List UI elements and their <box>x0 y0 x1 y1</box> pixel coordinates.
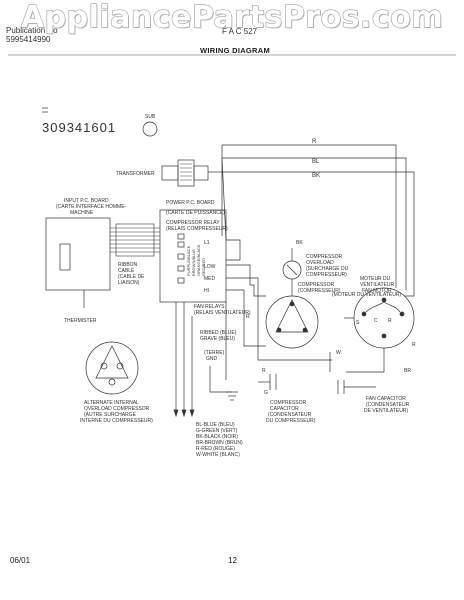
ribbon-label-4: LIAISON) <box>118 280 140 286</box>
overload-label-2: OVERLOAD COMPRESSOR <box>84 406 150 412</box>
legend-green: G-GREEN (VERT) <box>196 428 238 434</box>
footer-page-number: 12 <box>228 556 237 565</box>
terminal-low: LOW <box>204 264 216 270</box>
motor-label-2: VENTILATEUR <box>360 282 394 288</box>
ribbon-label-3: (CABLE DE <box>118 274 145 280</box>
wire-bk-label: BK <box>312 173 320 179</box>
compressor-relay-label-2: (RELAIS COMPRESSEUR) <box>166 226 228 232</box>
compressor-overload-label-2: OVERLOAD <box>306 260 334 266</box>
wire-r-label: R <box>312 139 317 145</box>
terminal-hi: HI <box>204 288 209 294</box>
power-board-label-1: POWER P.C. BOARD <box>166 200 215 206</box>
legend-brown: BR-BROWN (BRUN) <box>196 440 243 446</box>
terre-label: (TERRE) <box>204 350 225 356</box>
fan-capacitor-label-3: DE VENTILATEUR) <box>364 408 408 414</box>
wire-bk-overload: BK <box>296 240 303 246</box>
compressor-capacitor-label-1: COMPRESSOR <box>270 400 307 406</box>
gnd-label: GND <box>206 356 218 362</box>
legend-black: BK-BLACK (NOIR) <box>196 434 238 440</box>
wire-r-lower: R <box>262 368 266 374</box>
header-model-fragment: F A C 527 <box>222 27 258 36</box>
legend-blue: BL-BLUE (BLEU) <box>196 422 235 428</box>
watermark-logo: AppliancePartsPros.com <box>20 0 444 36</box>
motor-ref-label: (MOTEUR DU VENTILATEUR) <box>332 292 401 298</box>
publication-number: 5995414990 <box>6 35 51 44</box>
compressor-relay-label-1: COMPRESSOR RELAY <box>166 220 220 226</box>
input-board-label-3: MACHINE <box>70 210 94 216</box>
compressor-capacitor-label-2: CAPACITOR <box>270 406 299 412</box>
publication-label: Publication No <box>6 26 58 35</box>
diagram-title: WIRING DIAGRAM <box>200 46 271 55</box>
compressor-label-1: COMPRESSOR <box>298 282 335 288</box>
wire-color-1: PURPLE/BLACK <box>186 245 191 276</box>
wire-color-2: BROWN/BLUE <box>191 249 196 276</box>
overload-label-4: INTERNE DU COMPRESSEUR) <box>80 418 153 424</box>
legend-red: R-RED (ROUGE) <box>196 446 235 452</box>
fan-capacitor-label-1: FAN CAPACITOR <box>366 396 406 402</box>
terminal-l1: L1 <box>204 240 210 246</box>
compressor-label-2: (COMPRESSEUR) <box>298 288 341 294</box>
wire-bl-label: BL <box>312 159 320 165</box>
footer-date: 06/01 <box>10 556 31 565</box>
part-number: 309341601 <box>42 120 116 135</box>
wire-w-label: W <box>336 350 341 356</box>
motor-terminal-c: C <box>374 318 378 324</box>
wire-r-right: R <box>412 342 416 348</box>
fan-capacitor-label-2: (CONDENSATEUR <box>366 402 410 408</box>
wire-r-center: R <box>246 314 250 320</box>
terminal-med: MED <box>204 276 216 282</box>
motor-terminal-s: S <box>356 320 360 326</box>
input-board-label-2: (CARTE INTERFACE HOMME- <box>56 204 127 210</box>
wire-color-3: ORANGE/BLACK <box>196 244 201 276</box>
motor-terminal-r: R <box>388 318 392 324</box>
ribbed-label-1: RIBBED (BLUE) <box>200 330 237 336</box>
wire-g-label: G <box>264 390 268 396</box>
motor-label-3: FAN MOTOR <box>362 288 392 294</box>
compressor-capacitor-label-3: (CONDENSATEUR <box>268 412 312 418</box>
legend-white: W-WHITE (BLANC) <box>196 452 240 458</box>
compressor-overload-label-4: COMPRESSEUR) <box>306 272 347 278</box>
power-board-label-2: (CARTE DE PUISSANCE) <box>166 210 225 216</box>
compressor-overload-label-3: (SURCHARGE DU <box>306 266 349 272</box>
input-board-label-1: INPUT P.C. BOARD <box>64 198 109 204</box>
ribbon-label-2: CABLE <box>118 268 135 274</box>
transformer-label: TRANSFORMER <box>116 171 155 177</box>
fan-relays-label-2: (RELAIS VENTILATEUR) <box>194 310 251 316</box>
thermistor-label: THERMISTER <box>64 318 97 324</box>
sub-label: SUB <box>145 114 156 120</box>
overload-label-3: (AUTRE SURCHARGE <box>84 412 137 418</box>
compressor-overload-label-1: COMPRESSOR <box>306 254 343 260</box>
ribbed-label-2: GRAVE (BLEU) <box>200 336 235 342</box>
wire-br-label: BR <box>404 368 411 374</box>
motor-label-1: MOTEUR DU <box>360 276 391 282</box>
wire-color-4: RED/RED <box>201 258 206 276</box>
ribbon-label-1: RIBBON <box>118 262 138 268</box>
fan-relays-label-1: FAN RELAYS <box>194 304 225 310</box>
compressor-capacitor-label-4: DU COMPRESSEUR) <box>266 418 316 424</box>
overload-label-1: ALTERNATE INTERNAL <box>84 400 139 406</box>
